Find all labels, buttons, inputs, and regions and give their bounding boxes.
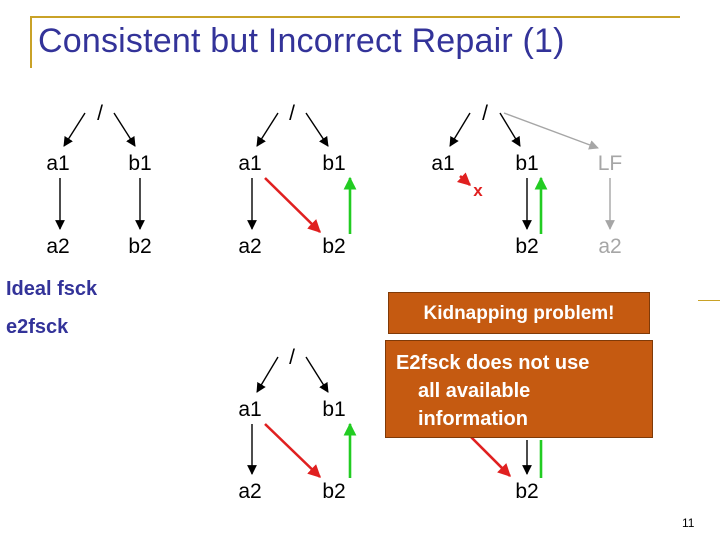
tree2-root-node: / [289, 102, 295, 125]
tree2-edge-root-b1 [305, 112, 329, 147]
tree1-node-a2: a2 [46, 235, 69, 258]
tree3-node-b1: b1 [515, 152, 538, 175]
tree2-node-b2: b2 [322, 235, 345, 258]
tree-e2fsck-alt: b2 [461, 427, 543, 503]
tree-e2fsck: / a1 b1 a2 b2 [238, 346, 357, 503]
info-callout: E2fsck does not use all available inform… [385, 340, 653, 438]
tree5-node-b2: b2 [515, 480, 538, 503]
tree3-edge-root-b1 [499, 112, 521, 147]
tree4-edge-root-a1 [256, 356, 279, 393]
tree4-node-a1: a1 [238, 398, 261, 421]
tree1-node-b2: b2 [128, 235, 151, 258]
caption-e2fsck: e2fsck [6, 316, 69, 338]
title-accent-rule [30, 16, 680, 18]
tree4-edge-root-b1 [305, 356, 329, 393]
tree4-root-node: / [289, 346, 295, 369]
tree1-edge-root-b1 [113, 112, 136, 147]
tree3-root-node: / [482, 102, 488, 125]
tree3-cut-pointer-a1 [456, 172, 471, 186]
tree2-node-b1: b1 [322, 152, 345, 175]
tree-ideal-fsck: / a1 b1 a2 b2 [238, 102, 357, 258]
tree2-node-a2: a2 [238, 235, 261, 258]
info-callout-line-2: all available [418, 380, 531, 402]
tree2-edge-root-a1 [256, 112, 279, 147]
title-accent-rule-vertical [30, 16, 32, 68]
tree1-root-node: / [97, 102, 103, 125]
tree4-corrupt-pointer-a1-b2 [264, 423, 321, 478]
tree1-node-b1: b1 [128, 152, 151, 175]
page-number: 11 [682, 516, 695, 530]
page-title: Consistent but Incorrect Repair (1) [38, 22, 565, 60]
tree1-node-a1: a1 [46, 152, 69, 175]
tree3-node-lost-found: LF [598, 152, 623, 175]
tree-original: / a1 b1 a2 b2 [46, 102, 151, 258]
tree4-node-b1: b1 [322, 398, 345, 421]
info-callout-line-1: E2fsck does not use [396, 352, 590, 374]
right-accent-rule [698, 300, 720, 301]
tree3-node-lf-a2: a2 [598, 235, 621, 258]
tree3-edge-root-lost-found [503, 112, 599, 150]
tree3-node-a1: a1 [431, 152, 454, 175]
caption-ideal-fsck: Ideal fsck [6, 278, 98, 300]
tree3-node-b2: b2 [515, 235, 538, 258]
tree3-cut-mark: x [473, 181, 483, 200]
info-callout-line-3: information [418, 408, 528, 430]
tree3-edge-root-a1 [449, 112, 471, 147]
tree4-node-b2: b2 [322, 480, 345, 503]
kidnapping-callout: Kidnapping problem! [388, 292, 650, 334]
tree2-corrupt-pointer-a1-b2 [264, 177, 321, 233]
tree-kidnapping: / a1 b1 LF b2 a2 x [431, 102, 622, 258]
tree2-node-a1: a1 [238, 152, 261, 175]
tree1-edge-root-a1 [63, 112, 86, 147]
tree4-node-a2: a2 [238, 480, 261, 503]
